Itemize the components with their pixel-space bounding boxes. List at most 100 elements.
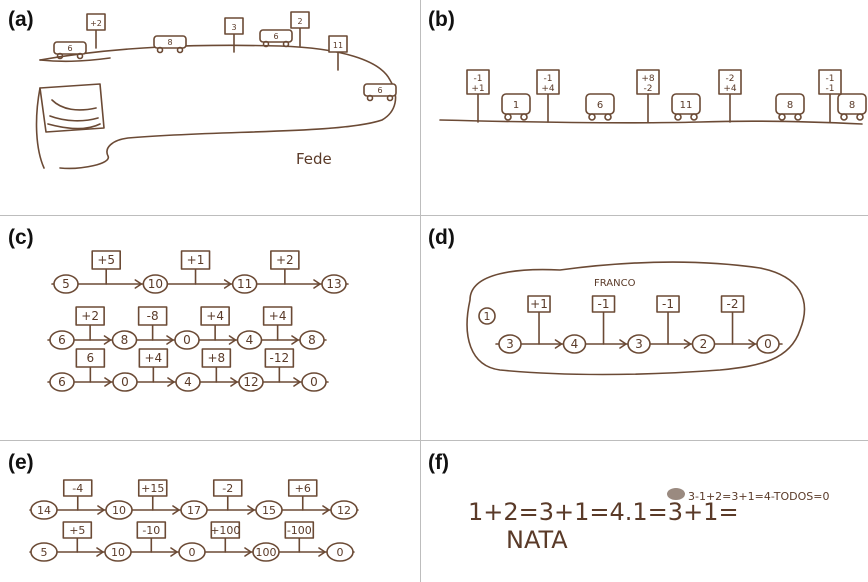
c-row1-sign-1 (180, 250, 211, 270)
e-row2-sign-label-0: +5 (69, 524, 85, 537)
c-row1-arrow-0 (134, 279, 143, 289)
panel-a-label: (a) (8, 8, 34, 31)
b-car-label-2: 11 (680, 100, 693, 111)
c-row2-node-1 (111, 330, 138, 350)
panel-d-cloud (466, 261, 806, 376)
d-row-sign-1 (591, 295, 616, 313)
b-sign-top-3: -2 (726, 74, 735, 84)
e-row2-node-1 (104, 542, 132, 562)
a-car-3 (363, 83, 397, 97)
d-row-arrow-0 (554, 339, 563, 349)
b-car-3 (775, 93, 805, 115)
c-row1-node-label-3: 13 (326, 277, 341, 291)
c-row3-node-2 (175, 372, 201, 392)
c-row2-node-label-4: 8 (308, 333, 316, 347)
a-car-0 (53, 41, 87, 55)
e-row1-sign-0 (62, 479, 93, 497)
c-row1-node-2 (231, 274, 258, 294)
c-row3-sign-label-1: +4 (144, 351, 162, 365)
c-row3-sign-label-2: +8 (207, 351, 225, 365)
panel-d-label: (d) (428, 226, 455, 249)
b-sign-0 (466, 69, 490, 95)
d-row-node-0 (498, 334, 522, 354)
b-car-label-0: 1 (513, 100, 519, 111)
d-row-arrow-1 (619, 339, 627, 349)
b-car-4 (837, 93, 867, 115)
c-row2-sign-label-1: -8 (147, 309, 159, 323)
e-row1-arrow-2 (247, 505, 255, 515)
c-row3-sign-2 (201, 348, 232, 368)
b-sign-top-4: -1 (826, 74, 835, 84)
b-car-label-1: 6 (597, 100, 603, 111)
b-sign-bottom-4: -1 (826, 84, 835, 94)
e-row1-sign-label-1: +15 (141, 482, 164, 495)
a-car-wheel-a-1 (156, 46, 164, 54)
b-car-1 (585, 93, 615, 115)
b-sign-top-2: +8 (641, 74, 655, 84)
c-row2-arrow-3 (291, 335, 299, 345)
c-row3-arrow-3 (293, 377, 301, 387)
c-row1-sign-2 (270, 250, 300, 270)
a-car-wheel-b-2 (282, 40, 290, 48)
c-row1-node-label-1: 10 (148, 277, 163, 291)
d-row-sign-label-1: -1 (598, 297, 610, 311)
c-row2-sign-label-0: +2 (81, 309, 99, 323)
d-row-node-label-1: 4 (571, 337, 579, 351)
d-row-sign-label-2: -1 (662, 297, 674, 311)
c-row2-arrow-2 (228, 335, 237, 345)
c-row3-sign-0 (75, 348, 106, 368)
c-row2-sign-2 (200, 306, 230, 326)
e-row1-node-label-1: 10 (112, 504, 126, 517)
c-row2-sign-label-2: +4 (206, 309, 224, 323)
b-car-0 (501, 93, 531, 115)
a-car-label-3: 6 (377, 86, 382, 95)
b-sign-bottom-0: +1 (471, 84, 484, 94)
c-row2-node-3 (236, 330, 263, 350)
c-row2-node-4 (299, 330, 325, 350)
e-row2-sign-3 (284, 521, 315, 539)
e-row2-node-4 (326, 542, 354, 562)
c-row2-sign-1 (137, 306, 168, 326)
d-row-sign-label-0: +1 (530, 297, 548, 311)
c-row3-node-label-0: 6 (58, 375, 66, 389)
panel-c-label: (c) (8, 226, 34, 249)
e-row2-node-label-2: 0 (189, 546, 196, 559)
a-sign-1 (224, 17, 244, 35)
b-car-wheel-a-1 (588, 113, 596, 121)
c-row3-node-3 (238, 372, 264, 392)
b-car-wheel-b-0 (520, 113, 528, 121)
a-sign-3 (328, 35, 348, 53)
c-row3-node-label-2: 4 (184, 375, 192, 389)
a-car-label-0: 6 (67, 44, 72, 53)
a-car-label-2: 6 (273, 32, 278, 41)
d-row-sign-2 (656, 295, 680, 313)
b-car-label-4: 8 (849, 100, 855, 111)
d-row-arrow-2 (683, 339, 692, 349)
a-car-wheel-a-2 (262, 40, 270, 48)
e-row1-node-label-0: 14 (37, 504, 51, 517)
a-sign-label-3: 11 (333, 41, 343, 50)
e-row1-arrow-0 (97, 505, 105, 515)
c-row3-node-1 (112, 372, 138, 392)
b-car-wheel-b-1 (604, 113, 612, 121)
d-start-label: 1 (484, 310, 491, 323)
panel-a-road (35, 44, 397, 170)
e-row2-sign-2 (210, 521, 241, 539)
e-row1-sign-3 (287, 479, 318, 497)
c-row1-sign-label-0: +5 (97, 253, 115, 267)
e-row2-arrow-3 (318, 547, 326, 557)
panel-a-signature: Fede (296, 150, 332, 168)
e-row2-node-label-0: 5 (41, 546, 48, 559)
c-row1-node-label-0: 5 (62, 277, 70, 291)
e-row2-node-0 (30, 542, 58, 562)
b-car-wheel-a-2 (674, 113, 682, 121)
panel-d-name: FRANCO (594, 278, 636, 289)
e-row1-sign-label-3: +6 (295, 482, 311, 495)
b-sign-bottom-3: +4 (723, 84, 737, 94)
c-row3-sign-label-0: 6 (87, 351, 95, 365)
